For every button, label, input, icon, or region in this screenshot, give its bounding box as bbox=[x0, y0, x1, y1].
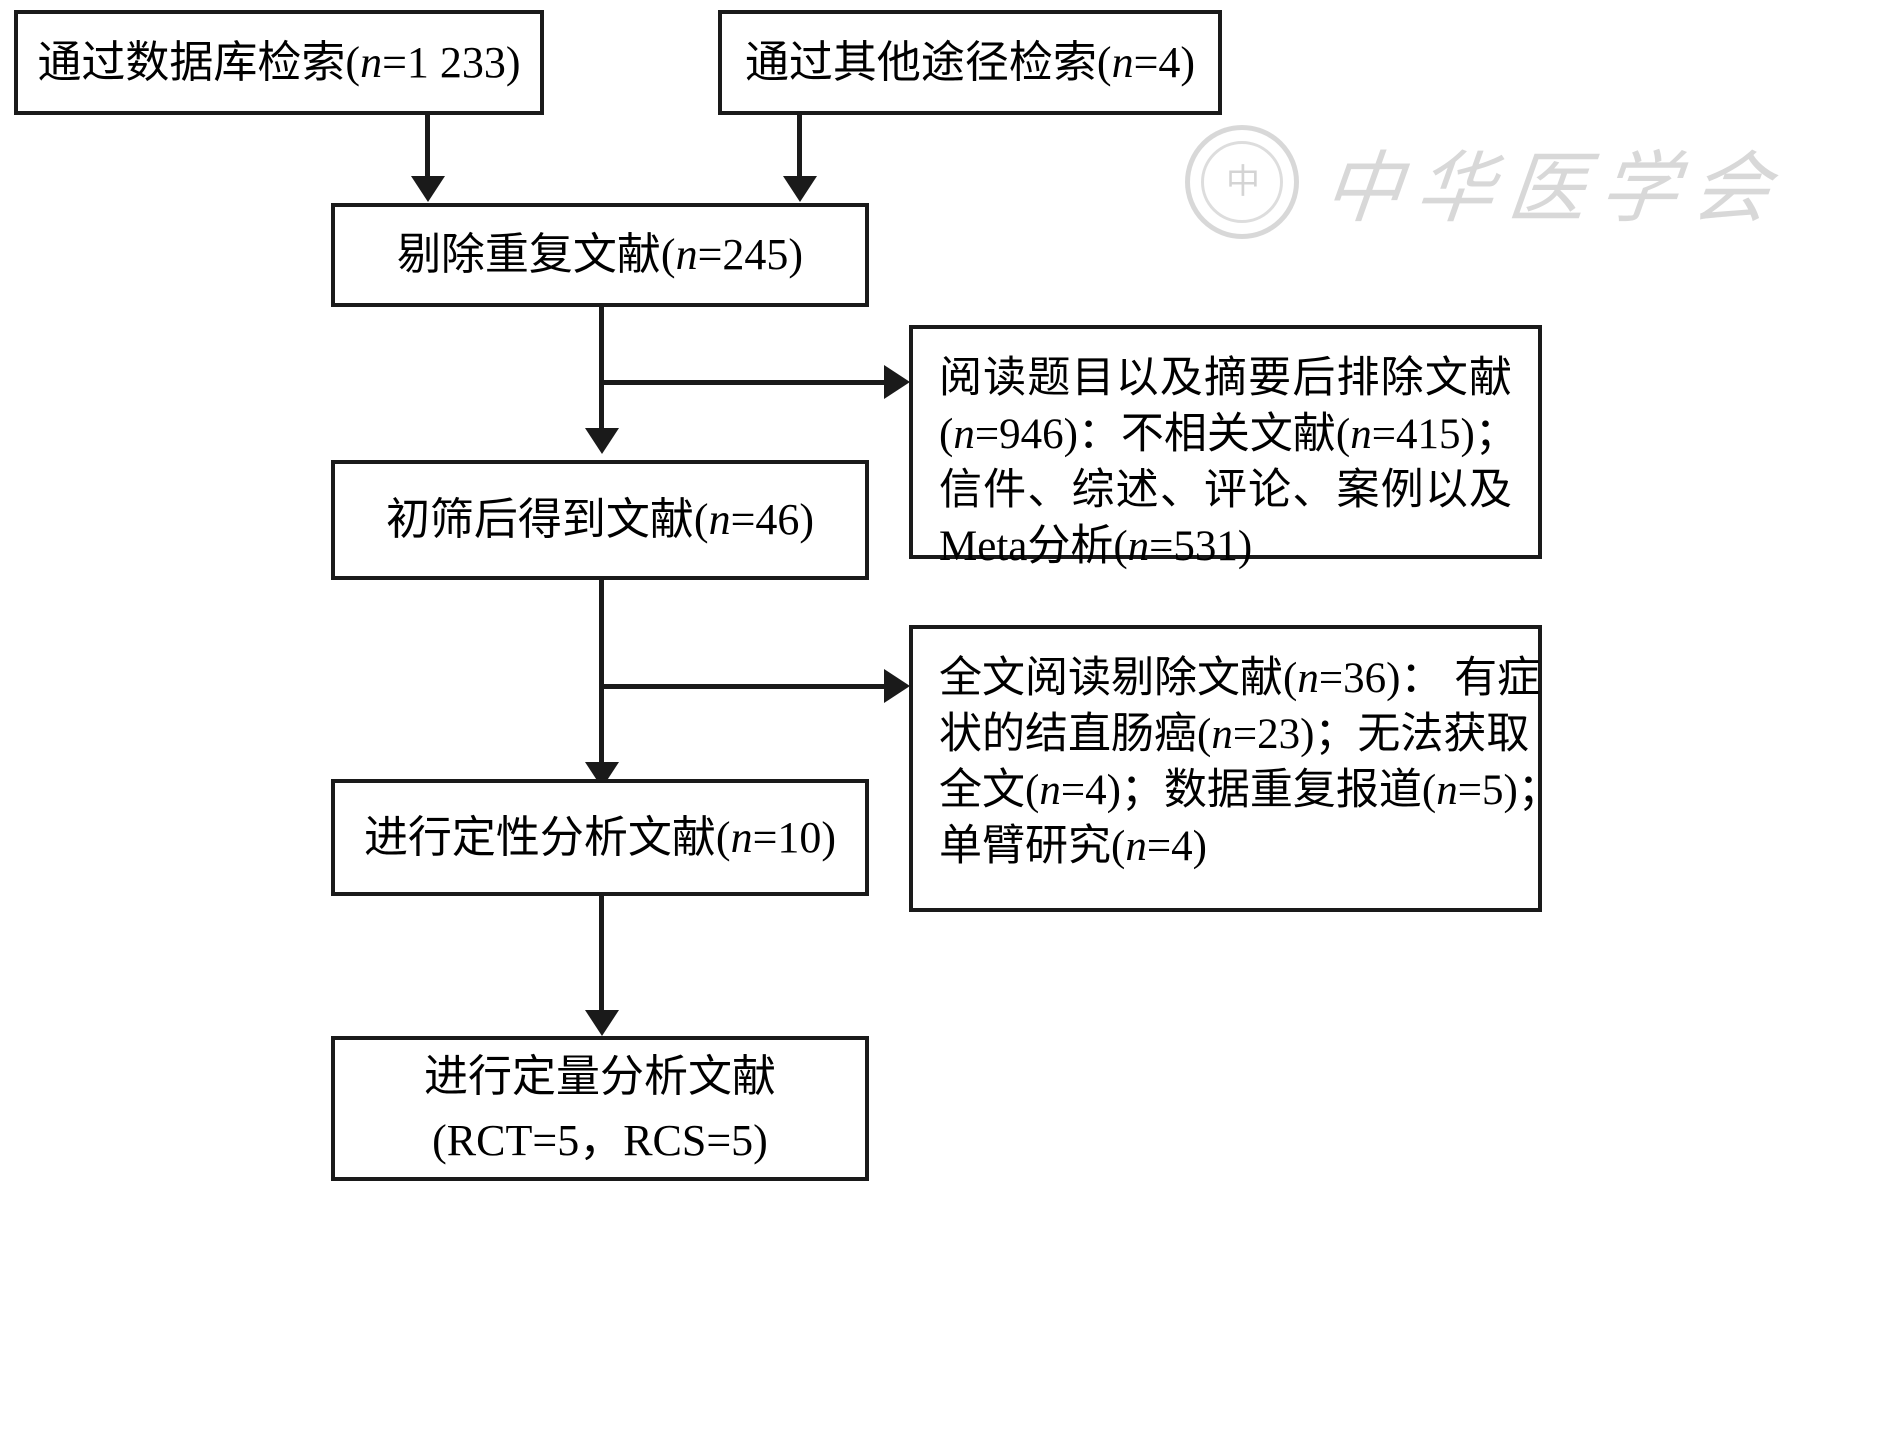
italic-n: n bbox=[1436, 766, 1458, 814]
connector-other-to-duplicates bbox=[797, 115, 802, 183]
box-records-screened-label: 初筛后得到文献(n=46) bbox=[385, 495, 815, 545]
box-duplicates-removed-label: 剔除重复文献(n=245) bbox=[396, 230, 804, 280]
box-other-sources-search-label: 通过其他途径检索(n=4) bbox=[744, 37, 1196, 87]
arrowhead-db-to-duplicates bbox=[411, 176, 445, 202]
italic-n: n bbox=[953, 410, 975, 458]
box-qualitative-synthesis: 进行定性分析文献(n=10) bbox=[331, 779, 869, 896]
italic-n: n bbox=[730, 812, 753, 862]
connector-duplicates-to-screened bbox=[599, 307, 604, 435]
box-full-text-exclusion: 全文阅读剔除文献(n=36)： 有症 状的结直肠癌(n=23)；无法获取 全文(… bbox=[909, 625, 1561, 912]
italic-n: n bbox=[1297, 655, 1319, 702]
italic-n: n bbox=[360, 37, 383, 87]
full-text-exclusion-line-1: 全文阅读剔除文献(n=36)： 有症 bbox=[939, 655, 1541, 702]
box-records-screened: 初筛后得到文献(n=46) bbox=[331, 460, 869, 580]
box-other-sources-search: 通过其他途径检索(n=4) bbox=[718, 10, 1222, 115]
box-quantitative-synthesis-line-1: 进行定量分析文献 bbox=[424, 1051, 776, 1101]
box-qualitative-synthesis-label: 进行定性分析文献(n=10) bbox=[363, 812, 837, 862]
full-text-exclusion-line-3: 全文(n=4)；数据重复报道(n=5)； bbox=[939, 766, 1561, 814]
watermark-text: 中华医学会 bbox=[1319, 144, 1790, 234]
arrowhead-duplicates-to-screened bbox=[585, 428, 619, 454]
exclusion-line-2: (n=946)：不相关文献(n=415)； bbox=[939, 410, 1518, 458]
italic-n: n bbox=[1211, 710, 1233, 758]
arrowhead-to-title-abstract-exclusion bbox=[884, 365, 910, 399]
box-title-abstract-exclusion: 阅读题目以及摘要后排除文献 (n=946)：不相关文献(n=415)； 信件、综… bbox=[909, 325, 1542, 570]
exclusion-line-3: 信件、综述、评论、案例以及 bbox=[939, 466, 1512, 514]
full-text-exclusion-line-2: 状的结直肠癌(n=23)；无法获取 bbox=[939, 710, 1530, 758]
italic-n: n bbox=[1111, 37, 1134, 87]
connector-qualitative-to-quantitative bbox=[599, 896, 604, 1018]
connector-screened-to-qualitative bbox=[599, 580, 604, 770]
medical-association-seal-icon: 中 bbox=[1185, 125, 1299, 239]
box-quantitative-synthesis-line-2: (RCT=5，RCS=5) bbox=[432, 1115, 768, 1165]
italic-n: n bbox=[1350, 410, 1372, 458]
italic-n: n bbox=[1125, 822, 1147, 870]
connector-db-to-duplicates bbox=[425, 115, 430, 183]
box-database-search: 通过数据库检索(n=1 233) bbox=[14, 10, 544, 115]
box-database-search-label: 通过数据库检索(n=1 233) bbox=[37, 37, 521, 87]
full-text-exclusion-line-4: 单臂研究(n=4) bbox=[939, 822, 1207, 870]
connector-to-full-text-exclusion bbox=[599, 684, 899, 689]
italic-n: n bbox=[1039, 766, 1061, 814]
box-duplicates-removed: 剔除重复文献(n=245) bbox=[331, 203, 869, 307]
watermark-logo: 中 中华医学会 bbox=[1185, 125, 1789, 239]
seal-glyph: 中 bbox=[1226, 162, 1260, 202]
arrowhead-to-full-text-exclusion bbox=[884, 669, 910, 703]
connector-to-title-abstract-exclusion bbox=[599, 380, 899, 385]
exclusion-line-4: Meta分析(n=531) bbox=[939, 522, 1253, 570]
italic-n: n bbox=[1127, 522, 1150, 570]
italic-n: n bbox=[708, 495, 731, 545]
box-quantitative-synthesis: 进行定量分析文献 (RCT=5，RCS=5) bbox=[331, 1036, 869, 1181]
arrowhead-other-to-duplicates bbox=[783, 176, 817, 202]
arrowhead-qualitative-to-quantitative bbox=[585, 1010, 619, 1036]
exclusion-line-1: 阅读题目以及摘要后排除文献 bbox=[939, 355, 1512, 402]
italic-n: n bbox=[675, 230, 698, 280]
